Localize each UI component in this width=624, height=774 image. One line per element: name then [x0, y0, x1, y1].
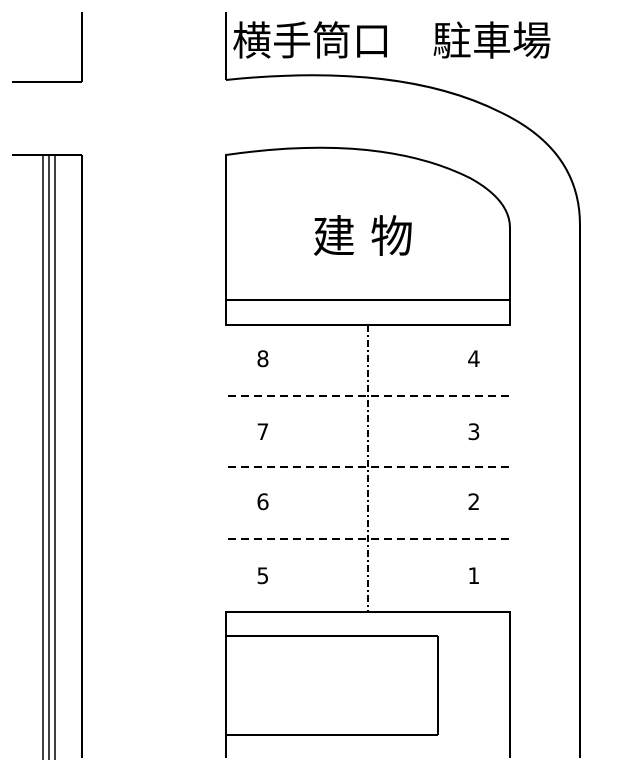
bottom-structure	[225, 611, 511, 758]
left-road-edge	[12, 154, 83, 760]
outer-boundary-curve	[225, 74, 581, 758]
space-number: 7	[256, 421, 270, 446]
space-number: 1	[467, 565, 481, 590]
space-number: 2	[467, 491, 481, 516]
page-title: 横手筒口 駐車場	[232, 19, 552, 65]
space-number: 8	[256, 348, 270, 373]
building-label: 建 物	[312, 212, 414, 263]
space-number: 4	[467, 348, 481, 373]
space-number: 5	[256, 565, 270, 590]
road-corner-top-left	[12, 12, 83, 83]
space-number: 6	[256, 491, 270, 516]
space-number: 3	[467, 421, 481, 446]
building	[225, 146, 511, 326]
